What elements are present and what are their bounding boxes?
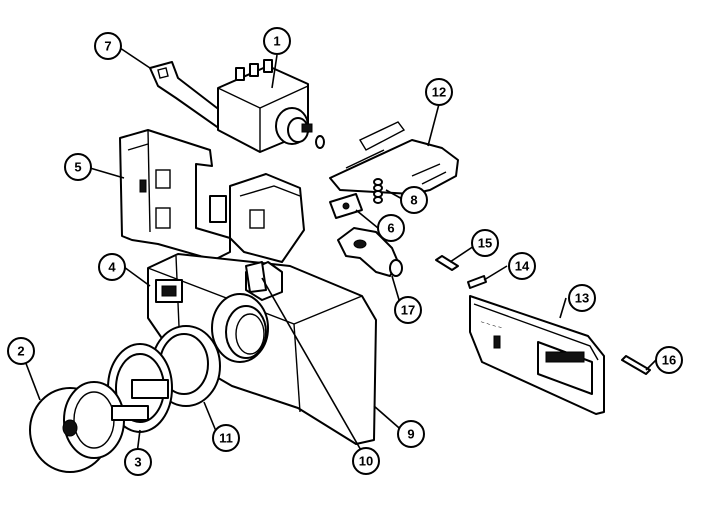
part-5-rear-frame <box>119 129 305 263</box>
callout-16: 16 <box>655 346 683 374</box>
svg-text:10: 10 <box>359 454 373 469</box>
callout-11: 11 <box>212 424 240 452</box>
callout-8: 8 <box>400 186 428 214</box>
callout-6: 6 <box>377 214 405 242</box>
svg-text:17: 17 <box>401 303 415 318</box>
callout-2: 2 <box>7 337 35 365</box>
part-12-bracket <box>329 121 459 195</box>
part-8-spring <box>373 178 383 204</box>
svg-text:3: 3 <box>134 455 141 470</box>
svg-text:13: 13 <box>575 291 589 306</box>
callout-1: 1 <box>263 27 291 55</box>
callout-3: 3 <box>124 448 152 476</box>
part-16-pin <box>621 355 651 375</box>
part-17-cam <box>337 227 403 277</box>
part-14-clip <box>467 275 487 289</box>
callout-14: 14 <box>508 252 536 280</box>
svg-text:5: 5 <box>74 160 81 175</box>
svg-text:4: 4 <box>108 260 116 275</box>
callout-9: 9 <box>397 420 425 448</box>
part-2-knob <box>29 381 149 473</box>
part-10-latch <box>245 261 267 293</box>
svg-text:1: 1 <box>273 34 280 49</box>
svg-text:16: 16 <box>662 353 676 368</box>
svg-text:9: 9 <box>407 427 414 442</box>
callout-12: 12 <box>425 78 453 106</box>
callout-4: 4 <box>98 253 126 281</box>
svg-text:7: 7 <box>104 39 111 54</box>
part-15-pin <box>435 255 459 271</box>
svg-text:15: 15 <box>478 236 492 251</box>
svg-text:6: 6 <box>387 221 394 236</box>
part-1-switch-unit <box>217 59 325 153</box>
part-9-front-housing <box>147 253 377 445</box>
svg-text:12: 12 <box>432 85 446 100</box>
callout-15: 15 <box>471 229 499 257</box>
callout-10: 10 <box>352 447 380 475</box>
svg-text:8: 8 <box>410 193 417 208</box>
callout-13: 13 <box>568 284 596 312</box>
part-6-link <box>329 193 363 219</box>
callout-7: 7 <box>94 32 122 60</box>
callout-17: 17 <box>394 296 422 324</box>
svg-text:11: 11 <box>219 431 233 446</box>
part-13-panel: ~ ~ ~ ~ <box>469 295 605 415</box>
callout-5: 5 <box>64 153 92 181</box>
svg-text:2: 2 <box>17 344 24 359</box>
svg-text:14: 14 <box>515 259 530 274</box>
